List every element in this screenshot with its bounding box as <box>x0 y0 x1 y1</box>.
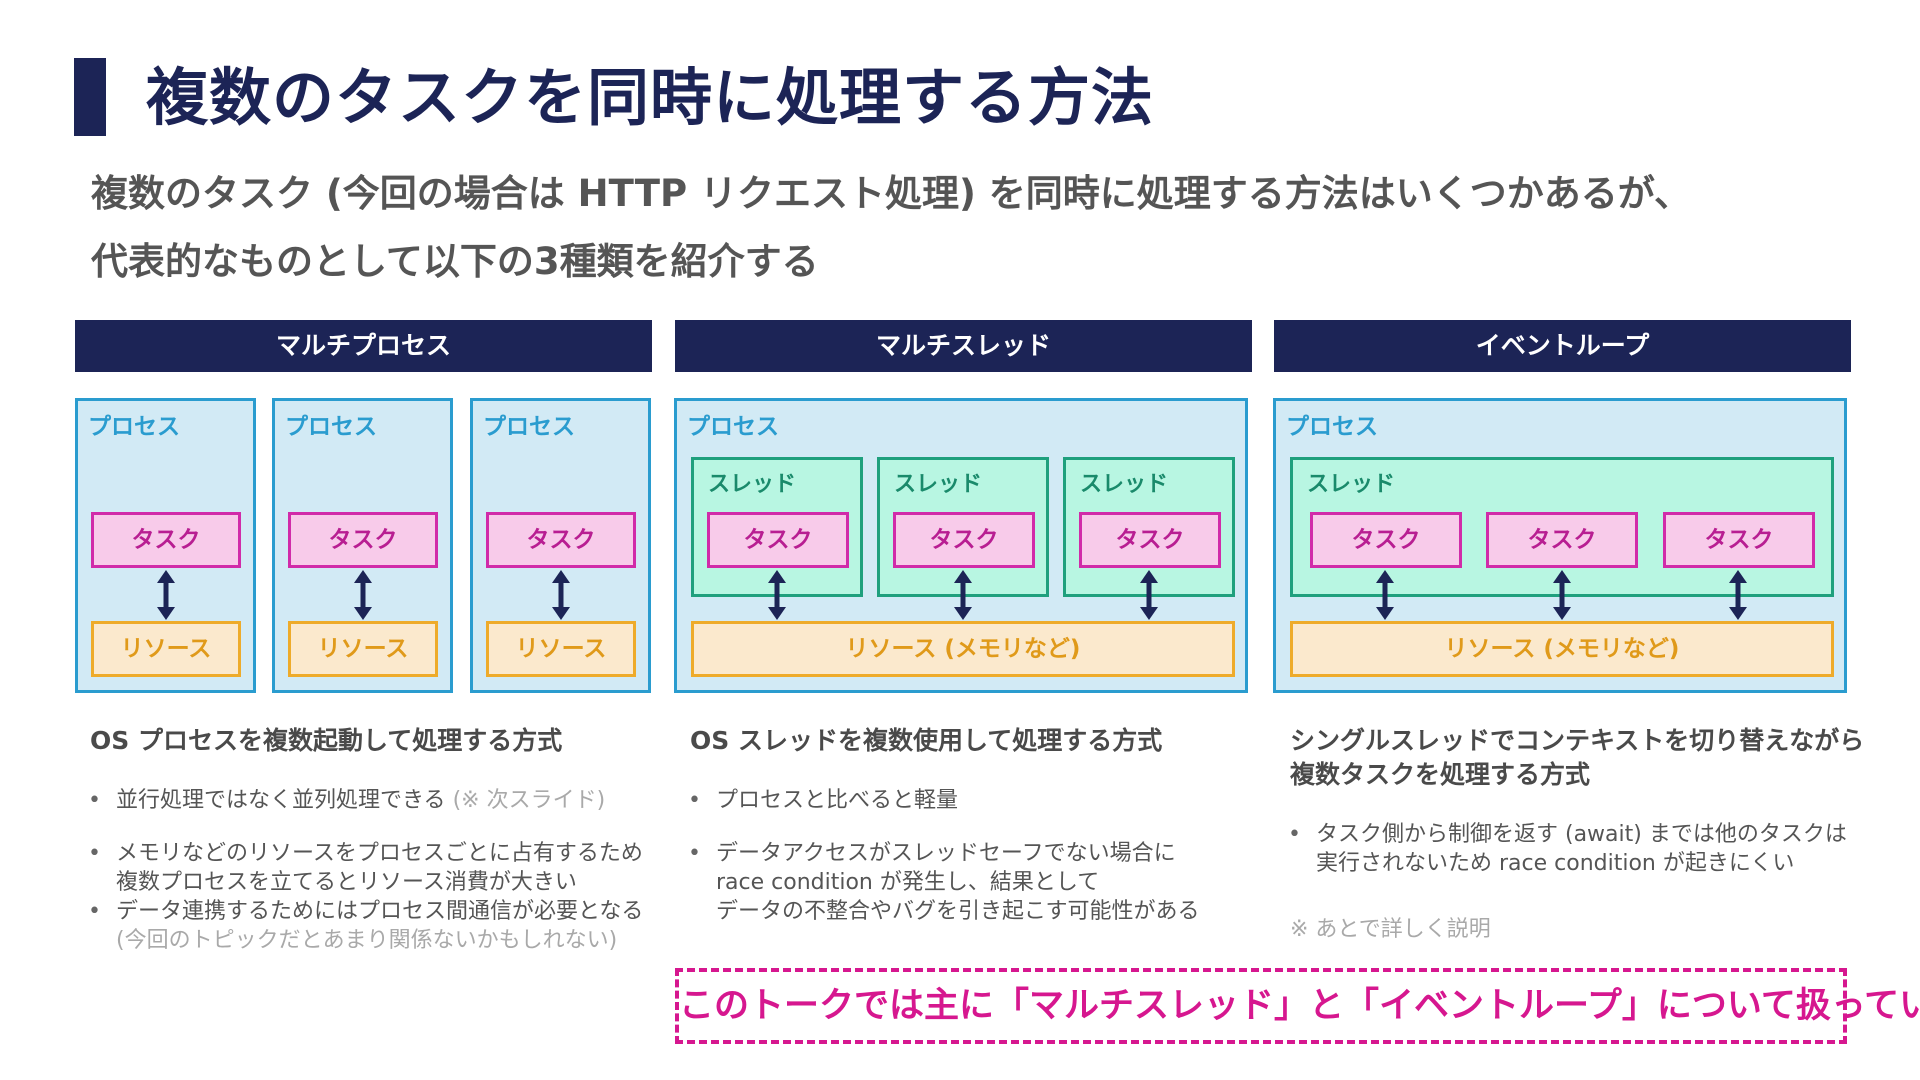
thread-label: スレッド <box>708 472 797 497</box>
title-accent-bar <box>74 58 106 136</box>
task-box: タスク <box>486 512 636 568</box>
task-box: タスク <box>91 512 241 568</box>
multiprocess-bullets: 並行処理ではなく並列処理できる (※ 次スライド) メモリなどのリソースをプロセ… <box>88 786 648 979</box>
task-box: タスク <box>1663 512 1815 568</box>
process-label: プロセス <box>483 414 575 440</box>
resource-box: リソース <box>288 621 438 677</box>
bullet-item: データアクセスがスレッドセーフでない場合に race condition が発生… <box>688 839 1248 926</box>
bidirectional-arrow-icon <box>157 570 175 620</box>
intro-line-1: 複数のタスク (今回の場合は HTTP リクエスト処理) を同時に処理する方法は… <box>91 172 1692 215</box>
process-label: プロセス <box>687 414 779 440</box>
bidirectional-arrow-icon <box>1553 570 1571 620</box>
process-label: プロセス <box>285 414 377 440</box>
thread-label: スレッド <box>1080 472 1169 497</box>
process-label: プロセス <box>1286 414 1378 440</box>
bidirectional-arrow-icon <box>354 570 372 620</box>
multithread-bullets: プロセスと比べると軽量 データアクセスがスレッドセーフでない場合に race c… <box>688 786 1248 950</box>
shared-resource-box: リソース (メモリなど) <box>691 621 1235 677</box>
task-box: タスク <box>893 512 1035 568</box>
bidirectional-arrow-icon <box>954 570 972 620</box>
thread-box-3: スレッド タスク <box>1063 457 1235 597</box>
intro-line-2: 代表的なものとして以下の3種類を紹介する <box>91 240 819 283</box>
multithread-description: OS スレッドを複数使用して処理する方式 <box>690 726 1163 755</box>
bidirectional-arrow-icon <box>768 570 786 620</box>
process-box-2: プロセス タスク リソース <box>272 398 453 693</box>
bidirectional-arrow-icon <box>1729 570 1747 620</box>
bidirectional-arrow-icon <box>1376 570 1394 620</box>
thread-label: スレッド <box>1307 472 1396 497</box>
header-multithread: マルチスレッド <box>675 320 1252 372</box>
bullet-item: タスク側から制御を返す (await) までは他のタスクは 実行されないため r… <box>1288 820 1848 878</box>
process-box-1: プロセス タスク リソース <box>75 398 256 693</box>
eventloop-bullets: タスク側から制御を返す (await) までは他のタスクは 実行されないため r… <box>1288 820 1848 902</box>
resource-box: リソース <box>486 621 636 677</box>
thread-box-2: スレッド タスク <box>877 457 1049 597</box>
eventloop-footnote: ※ あとで詳しく説明 <box>1290 917 1491 942</box>
task-box: タスク <box>707 512 849 568</box>
header-eventloop: イベントループ <box>1274 320 1851 372</box>
thread-label: スレッド <box>894 472 983 497</box>
multiprocess-description: OS プロセスを複数起動して処理する方式 <box>90 726 563 755</box>
thread-box-1: スレッド タスク <box>691 457 863 597</box>
resource-box: リソース <box>91 621 241 677</box>
header-multiprocess: マルチプロセス <box>75 320 652 372</box>
page-title: 複数のタスクを同時に処理する方法 <box>146 61 1155 134</box>
bullet-item: プロセスと比べると軽量 <box>688 786 1248 815</box>
process-label: プロセス <box>88 414 180 440</box>
task-box: タスク <box>288 512 438 568</box>
process-box-multithread: プロセス スレッド タスク スレッド タスク スレッド タスク リソース (メモ… <box>674 398 1248 693</box>
bullet-item: データ連携するためにはプロセス間通信が必要となる (今回のトピックだとあまり関係… <box>88 897 648 955</box>
bidirectional-arrow-icon <box>552 570 570 620</box>
focus-callout: このトークでは主に「マルチスレッド」と「イベントループ」について扱っていく <box>675 968 1920 1044</box>
task-box: タスク <box>1310 512 1462 568</box>
process-box-eventloop: プロセス スレッド タスク タスク タスク リソース (メモリなど) <box>1273 398 1847 693</box>
shared-resource-box: リソース (メモリなど) <box>1290 621 1834 677</box>
task-box: タスク <box>1079 512 1221 568</box>
task-box: タスク <box>1486 512 1638 568</box>
bidirectional-arrow-icon <box>1140 570 1158 620</box>
process-box-3: プロセス タスク リソース <box>470 398 651 693</box>
bullet-item: メモリなどのリソースをプロセスごとに占有するため 複数プロセスを立てるとリソース… <box>88 839 648 897</box>
bullet-item: 並行処理ではなく並列処理できる (※ 次スライド) <box>88 786 648 815</box>
eventloop-description: シングルスレッドでコンテキストを切り替えながら 複数タスクを処理する方式 <box>1290 726 1865 789</box>
